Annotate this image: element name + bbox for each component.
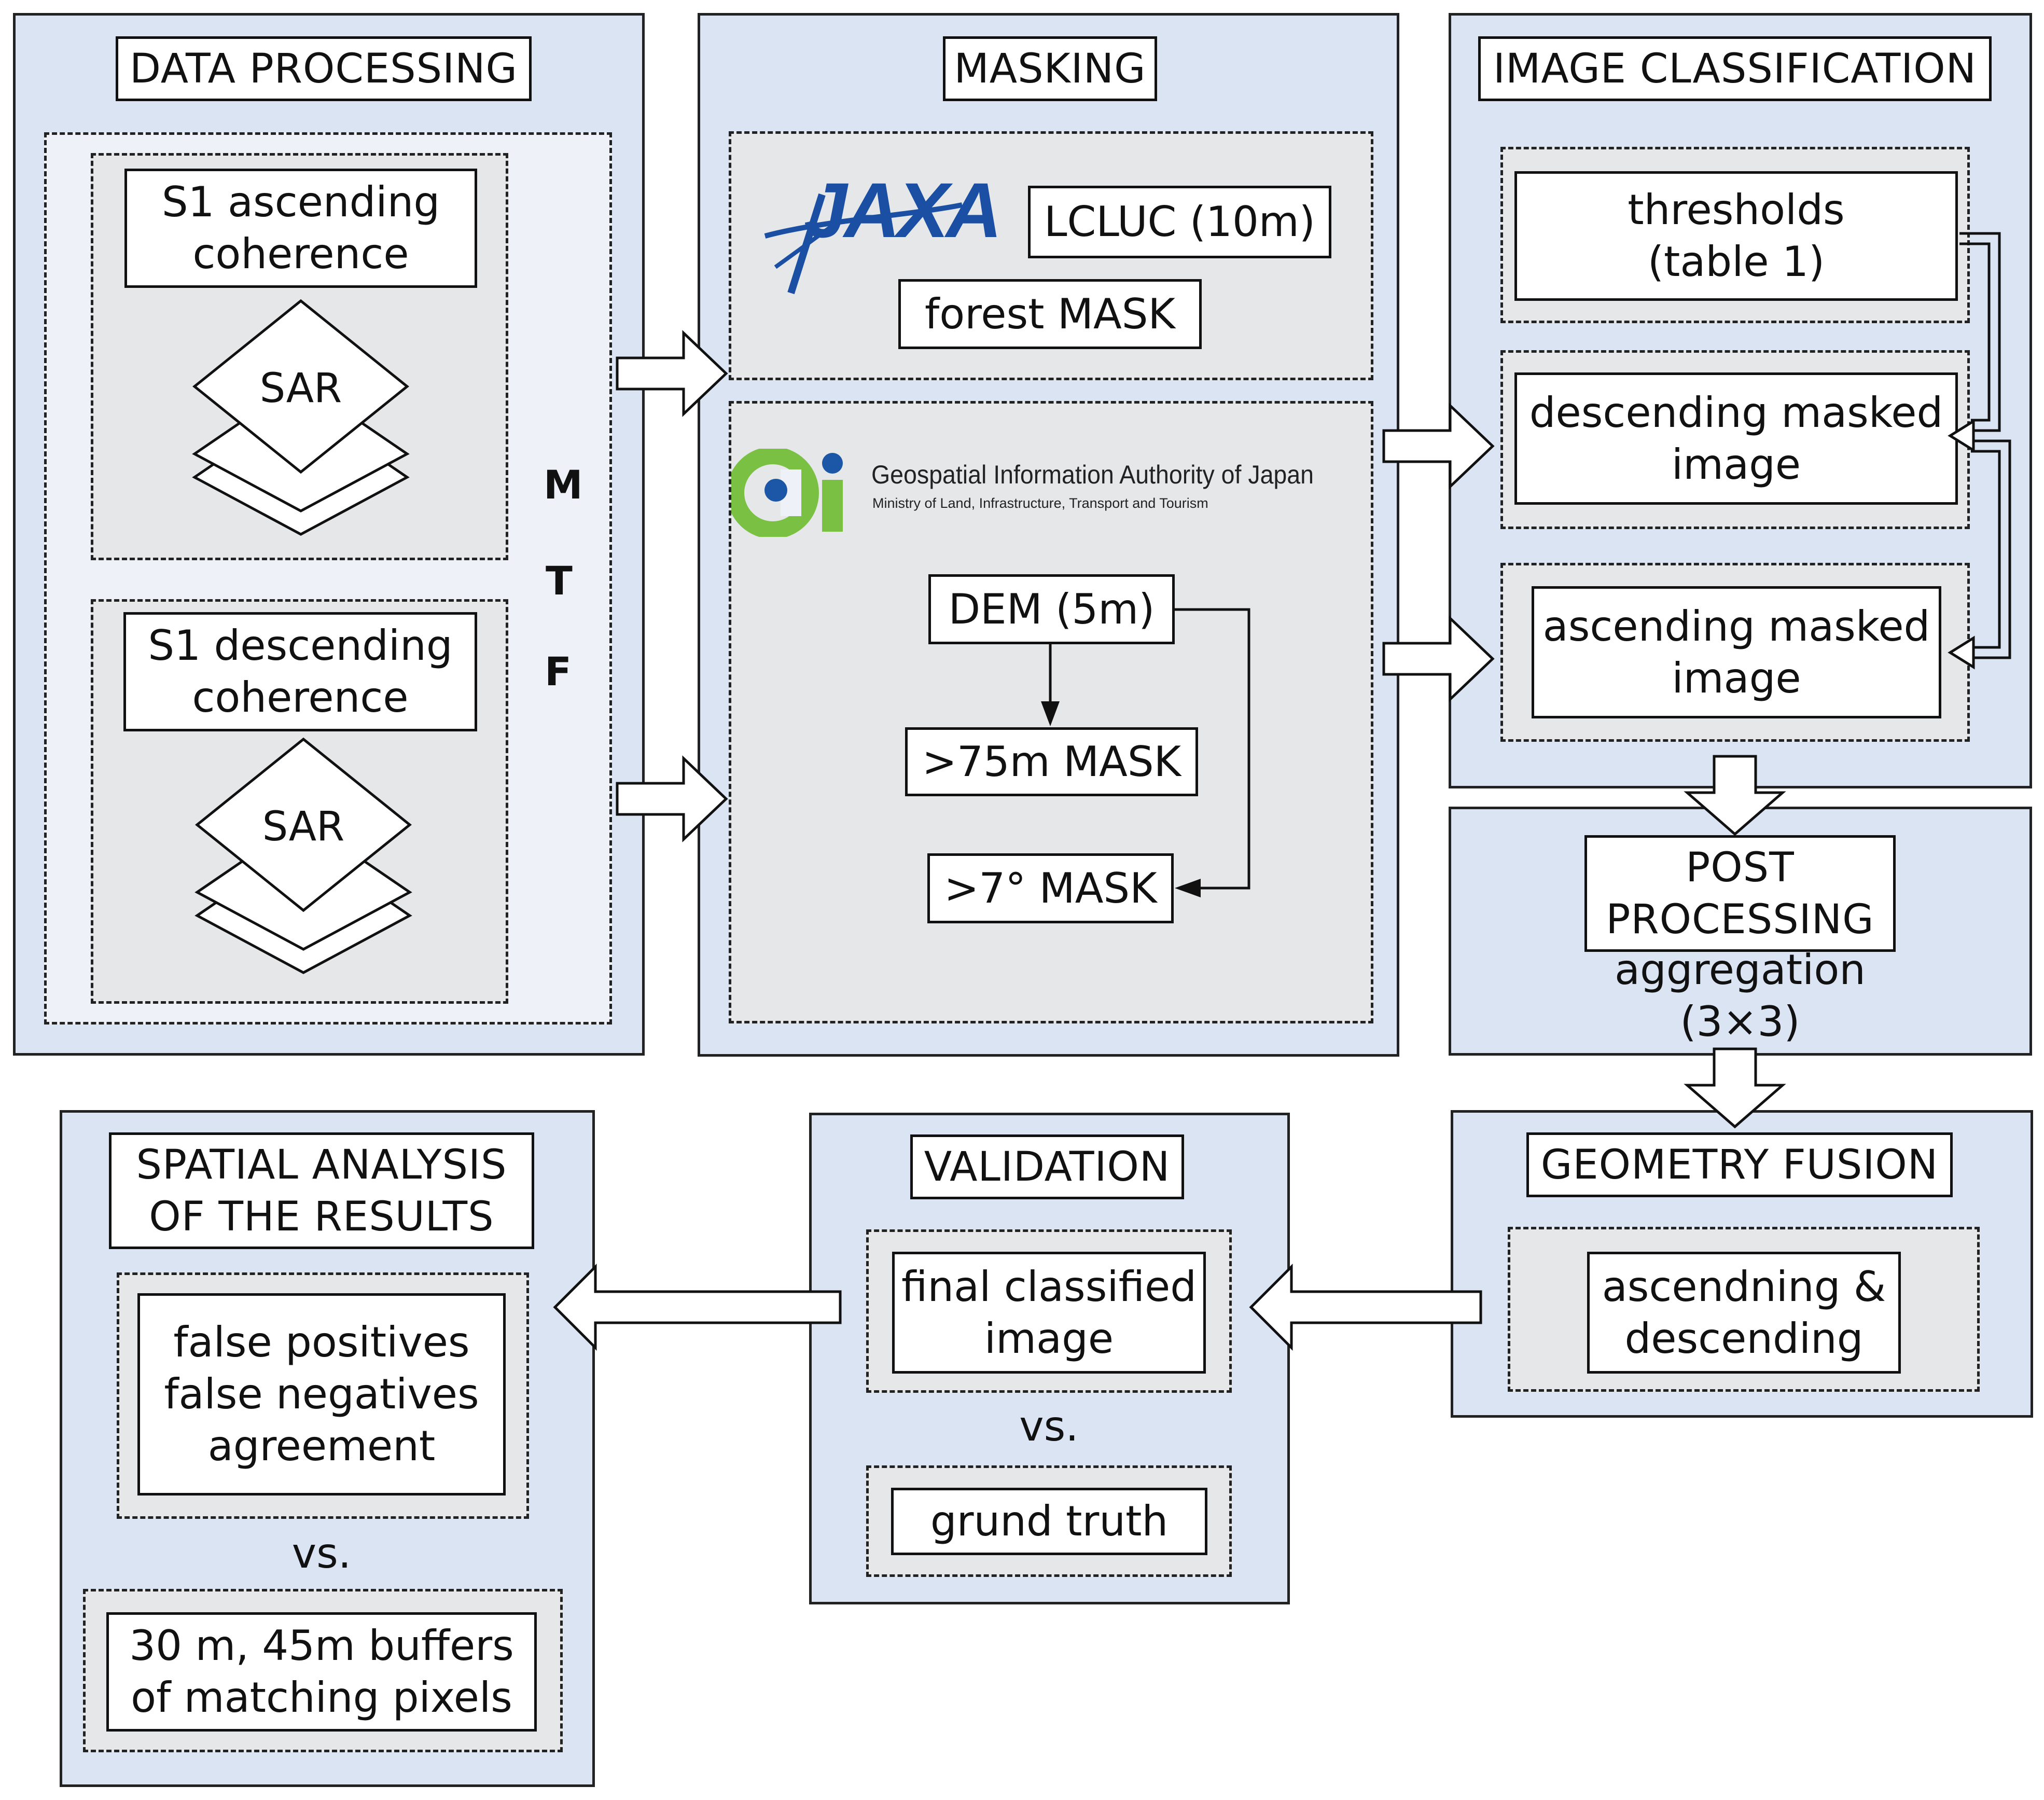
gsi-title: Geospatial Information Authority of Japa…	[871, 460, 1314, 489]
final-classified-box: final classified image	[892, 1252, 1206, 1374]
arrow-validation-to-spatial	[553, 1263, 842, 1351]
arrowhead-dem-to-75	[1041, 701, 1060, 726]
data-processing-title: DATA PROCESSING	[116, 36, 532, 101]
mask-75-box: >75m MASK	[905, 727, 1198, 796]
arrow-dp-to-gsi	[616, 755, 728, 842]
arrowhead-threshold-asc	[1948, 635, 1975, 670]
gsi-logo: Geospatial Information Authority of Japa…	[731, 444, 1372, 558]
jaxa-wordmark: JAXA	[804, 167, 1002, 254]
arrowhead-threshold-desc	[1948, 419, 1975, 453]
jaxa-logo: JAXA	[755, 158, 1002, 298]
thresholds-box: thresholds (table 1)	[1514, 171, 1958, 301]
geometry-fusion-title: GEOMETRY FUSION	[1526, 1132, 1953, 1197]
metrics-box: false positives false negatives agreemen…	[137, 1293, 506, 1496]
mask-7-box: >7° MASK	[927, 853, 1174, 923]
arrow-fusion-to-validation	[1249, 1263, 1482, 1351]
arrow-classification-to-post	[1684, 755, 1786, 836]
masking-title: MASKING	[943, 36, 1157, 101]
buffers-box: 30 m, 45m buffers of matching pixels	[106, 1612, 537, 1732]
arrow-dp-to-jaxa	[616, 330, 728, 417]
validation-vs: vs.	[1019, 1402, 1079, 1450]
ascending-coherence-box: S1 ascending coherence	[124, 169, 477, 288]
geometry-fusion-content: ascendning & descending	[1587, 1252, 1901, 1374]
spatial-analysis-title: SPATIAL ANALYSIS OF THE RESULTS	[109, 1132, 534, 1249]
lcluc-box: LCLUC (10m)	[1028, 186, 1331, 258]
arrow-mask-to-descending	[1382, 403, 1495, 490]
spatial-analysis-vs: vs.	[291, 1529, 352, 1577]
dem-connectors	[1049, 608, 1250, 890]
gsi-subtitle: Ministry of Land, Infrastructure, Transp…	[872, 495, 1208, 511]
threshold-connectors	[1959, 232, 2011, 659]
validation-title: VALIDATION	[910, 1134, 1184, 1199]
sar-stack-ascending	[192, 299, 410, 536]
arrowhead-dem-to-7	[1175, 879, 1201, 897]
ascending-masked-box: ascending masked image	[1532, 586, 1941, 718]
descending-coherence-box: S1 descending coherence	[123, 612, 477, 731]
sar-stack-descending	[194, 737, 412, 974]
descending-masked-box: descending masked image	[1514, 372, 1958, 505]
arrow-mask-to-ascending	[1382, 615, 1495, 702]
sar-label-descending: SAR	[262, 804, 345, 850]
mtf-letter-t: T	[546, 558, 573, 604]
forest-mask-box: forest MASK	[898, 279, 1202, 349]
image-classification-title: IMAGE CLASSIFICATION	[1478, 36, 1992, 101]
post-processing-subtitle: aggregation (3×3)	[1615, 946, 1866, 1046]
dem-box: DEM (5m)	[928, 574, 1175, 644]
post-processing-title: POST PROCESSING	[1584, 835, 1896, 952]
mtf-letter-m: M	[544, 462, 583, 508]
mtf-letter-f: F	[545, 648, 572, 695]
ground-truth-box: grund truth	[891, 1488, 1207, 1555]
arrow-post-to-fusion	[1684, 1047, 1786, 1129]
sar-label-ascending: SAR	[260, 365, 342, 412]
